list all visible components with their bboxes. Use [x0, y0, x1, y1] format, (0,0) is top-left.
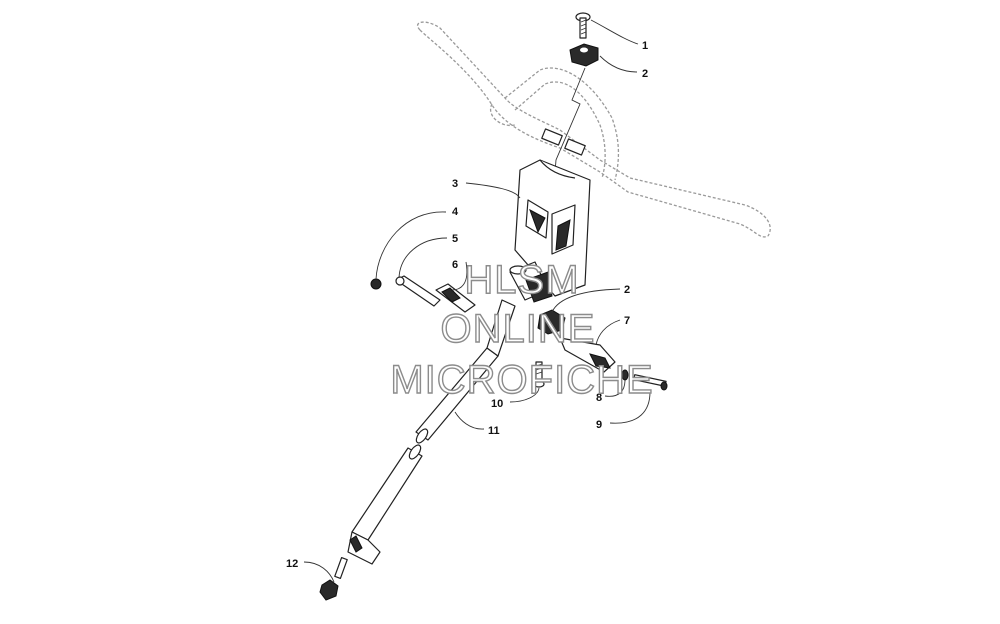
- steering-arm: [559, 337, 616, 373]
- tie-rod-end: [435, 283, 476, 313]
- lower-fitting: [347, 531, 381, 565]
- side-bolt: [633, 374, 668, 391]
- callout-6: 6: [452, 259, 458, 271]
- steering-post-top: [509, 261, 553, 303]
- handlebar-clamp-top: [569, 43, 599, 67]
- callout-4: 4: [452, 206, 459, 218]
- bottom-bolt: [319, 556, 348, 601]
- watermark-line-1: HLSM: [464, 258, 579, 302]
- callout-8: 8: [596, 392, 602, 404]
- callout-10: 10: [491, 398, 503, 410]
- callout-5: 5: [452, 233, 458, 245]
- callout-numbers: 1 2 3 4 5 6 2 7 8 9 10 11 12: [286, 40, 648, 570]
- watermark: HLSM ONLINE MICROFICHE: [390, 257, 654, 402]
- callout-3: 3: [452, 178, 458, 190]
- handlebar-outline: [416, 21, 771, 238]
- lower-bolt: [533, 361, 545, 388]
- handlebar-clamp-lower: [537, 309, 566, 335]
- clamp-bolt-top: [575, 12, 591, 39]
- callout-1: 1: [642, 40, 648, 52]
- callout-2-lower: 2: [624, 284, 630, 296]
- link-arm: [395, 275, 441, 307]
- callout-7: 7: [624, 315, 630, 327]
- watermark-line-3: MICROFICHE: [390, 358, 653, 402]
- callout-2-top: 2: [642, 68, 648, 80]
- callout-9: 9: [596, 419, 602, 431]
- watermark-line-2: ONLINE: [441, 307, 596, 351]
- steering-post: [351, 299, 516, 541]
- callout-12: 12: [286, 558, 298, 570]
- cap-nut: [370, 278, 382, 290]
- callout-11: 11: [488, 425, 500, 437]
- leader-lines: [303, 19, 651, 583]
- handlebar-knurl: [541, 128, 586, 156]
